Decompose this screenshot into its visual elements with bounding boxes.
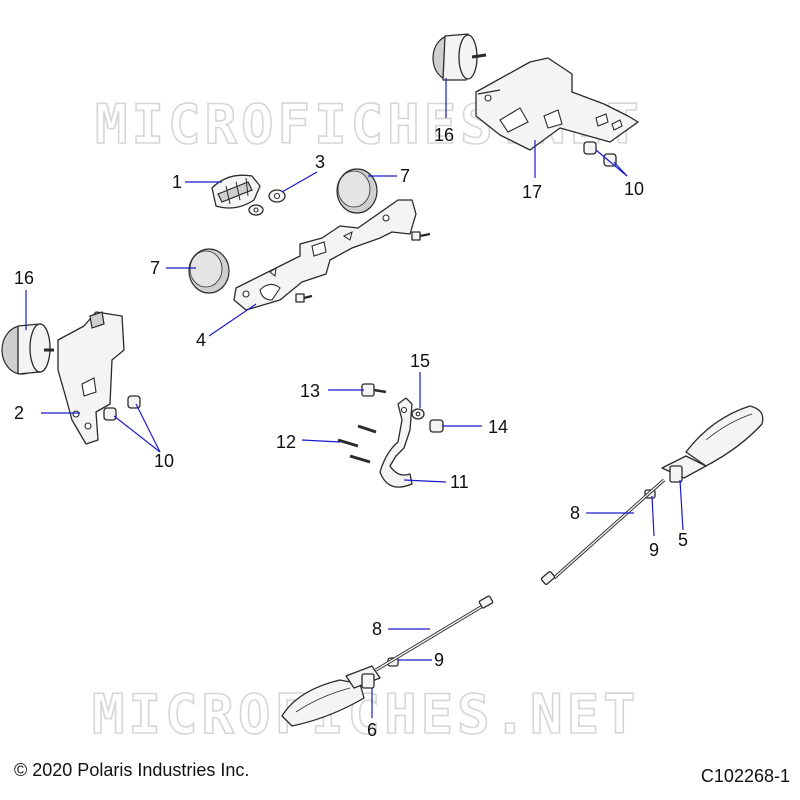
bumper-left-part-16 [1,323,54,375]
wire-harness-part-8-left [375,595,494,672]
bolt-part-13 [361,383,387,397]
screw-bracket-upper [411,231,431,241]
callout-16-top: 16 [434,125,454,145]
leader-lines [25,78,684,718]
bracket-right-part-17 [475,57,639,151]
license-bracket-part-4 [233,199,417,311]
callout-3: 3 [315,152,325,172]
callout-6: 6 [367,720,377,740]
wire-harness-part-8-right [540,478,666,585]
callout-5: 5 [678,530,688,550]
bracket-left-part-2 [57,311,125,445]
callout-10-left: 10 [154,451,174,471]
bumper-top-part-16 [432,33,487,81]
callout-12: 12 [276,432,296,452]
screws-part-12 [337,424,377,464]
callout-8-right: 8 [570,503,580,523]
callout-8-left: 8 [372,619,382,639]
grommets-part-3 [248,189,286,216]
callout-17: 17 [522,182,542,202]
reflector-lower-part-7 [188,248,230,294]
callout-1: 1 [172,172,182,192]
watermark-bottom: MICROFICHES.NET [92,683,640,746]
spacer-part-5 [669,465,683,483]
callout-10-top: 10 [624,179,644,199]
callout-15: 15 [410,351,430,371]
nut-part-14 [429,419,444,433]
callout-7-upper: 7 [400,166,410,186]
callout-14: 14 [488,417,508,437]
spacer-part-6 [361,673,375,689]
reflector-upper-part-7 [336,168,378,214]
callout-11: 11 [450,472,469,492]
washer-part-15 [411,408,425,420]
callout-4: 4 [196,330,206,350]
s-bracket-part-11 [379,397,413,488]
nuts-top-part-10 [583,141,617,167]
diagram-code: C102268-1 [700,766,790,786]
callout-13: 13 [300,381,320,401]
copyright-text: © 2020 Polaris Industries Inc. [14,760,250,780]
callout-9-left: 9 [434,650,444,670]
screw-bracket-lower [295,293,313,303]
callout-2: 2 [14,403,24,423]
license-lamp-part-1 [211,174,261,209]
callout-7-lower: 7 [150,258,160,278]
callout-9-right: 9 [649,540,659,560]
callout-16-left: 16 [14,268,34,288]
